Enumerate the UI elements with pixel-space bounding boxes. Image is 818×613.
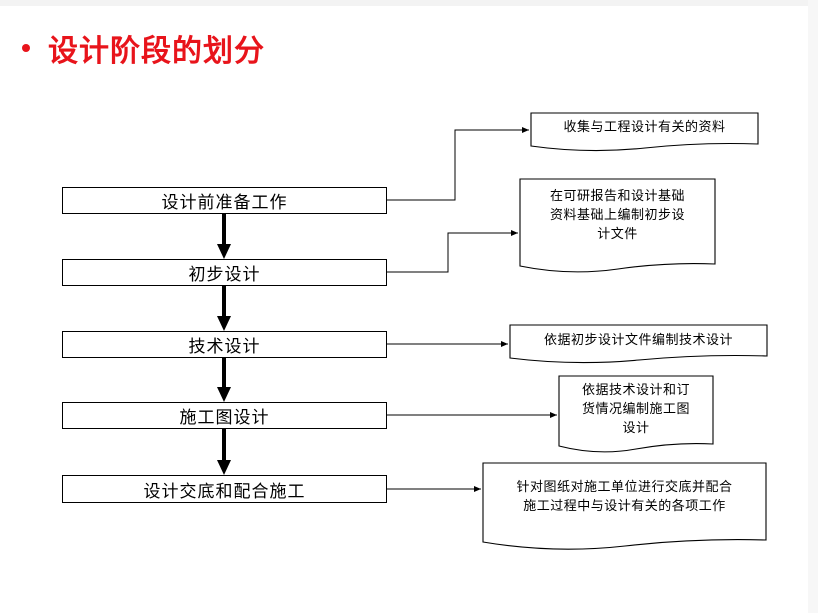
step-label: 设计前准备工作 [161,193,288,213]
connector-step2-doc2 [386,230,518,273]
document-line: 货情况编制施工图 [581,402,690,417]
step-label: 施工图设计 [179,408,270,428]
document-line: 施工过程中与设计有关的各项工作 [523,499,726,514]
document-text-5: 针对图纸对施工单位进行交底并配合 施工过程中与设计有关的各项工作 [483,478,766,516]
document-shape-1 [530,112,759,152]
step-arrow-3 [217,357,231,402]
step-box-construction-drawing: 施工图设计 [62,402,387,429]
document-line: 计文件 [597,227,638,242]
page-title-text: 设计阶段的划分 [48,34,265,69]
bullet-icon [22,44,30,52]
document-text-2: 在可研报告和设计基础 资料基础上编制初步设 计文件 [520,187,715,244]
document-text-4: 依据技术设计和订 货情况编制施工图 设计 [559,381,713,438]
step-arrow-2 [217,285,231,331]
document-shape-2 [519,178,716,273]
slide-right-edge [808,0,818,613]
document-line: 在可研报告和设计基础 [549,189,685,204]
step-box-technical: 技术设计 [62,331,387,358]
document-text-3: 依据初步设计文件编制技术设计 [510,331,767,350]
step-arrow-1 [217,213,231,259]
document-line: 针对图纸对施工单位进行交底并配合 [516,480,733,495]
document-text-1: 收集与工程设计有关的资料 [531,118,758,137]
step-arrow-4 [217,428,231,475]
document-line: 收集与工程设计有关的资料 [563,120,726,135]
document-shape-4 [558,375,714,453]
slide-top-edge [0,0,818,6]
document-shape-5 [482,462,767,550]
step-box-preparation: 设计前准备工作 [62,187,387,214]
step-box-handover: 设计交底和配合施工 [62,475,387,503]
step-label: 技术设计 [188,337,261,357]
document-line: 资料基础上编制初步设 [549,208,685,223]
page-title: 设计阶段的划分 [22,26,265,70]
document-line: 依据初步设计文件编制技术设计 [543,333,733,348]
step-box-preliminary: 初步设计 [62,259,387,286]
step-label: 初步设计 [188,265,261,285]
document-line: 设计 [622,421,650,436]
connector-step1-doc1 [386,127,529,201]
document-shape-3 [509,324,768,364]
document-line: 依据技术设计和订 [581,383,690,398]
step-label: 设计交底和配合施工 [143,481,306,502]
